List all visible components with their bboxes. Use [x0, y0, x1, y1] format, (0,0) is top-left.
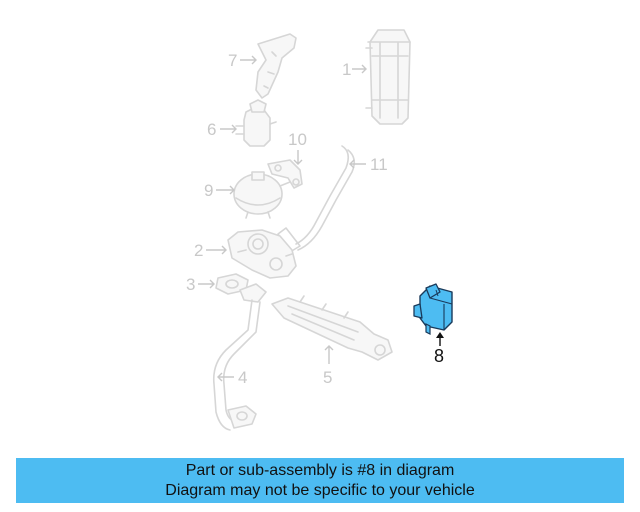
part-6-valve	[235, 99, 277, 147]
callout-1: 1	[342, 60, 367, 79]
callout-6: 6	[207, 120, 237, 139]
part-9-reservoir	[233, 171, 291, 219]
callout-2: 2	[194, 241, 227, 260]
part-2-egr-valve	[227, 229, 297, 279]
part-10-bracket	[267, 159, 303, 189]
part-4-pipe	[212, 283, 267, 431]
part-5-manifold-rail	[271, 295, 393, 361]
callout-3: 3	[186, 275, 215, 294]
info-banner: Part or sub-assembly is #8 in diagram Di…	[16, 458, 624, 503]
svg-text:2: 2	[194, 241, 203, 260]
svg-text:7: 7	[228, 51, 237, 70]
svg-text:6: 6	[207, 120, 216, 139]
callout-5: 5	[323, 345, 334, 387]
svg-text:3: 3	[186, 275, 195, 294]
svg-text:4: 4	[238, 368, 247, 387]
part-7-bracket	[255, 33, 297, 99]
callout-9: 9	[204, 181, 235, 200]
callout-7: 7	[228, 51, 257, 70]
banner-line-1: Part or sub-assembly is #8 in diagram	[185, 462, 455, 479]
callout-4: 4	[217, 368, 247, 387]
callout-8: 8	[434, 332, 444, 366]
callout-10: 10	[288, 130, 307, 165]
svg-text:1: 1	[342, 60, 351, 79]
part-1-cartridge	[365, 29, 411, 125]
callout-11: 11	[349, 155, 388, 174]
banner-line-2: Diagram may not be specific to your vehi…	[165, 482, 475, 499]
part-3-gasket	[215, 273, 249, 295]
svg-text:11: 11	[370, 155, 388, 174]
svg-text:8: 8	[434, 346, 444, 366]
svg-text:5: 5	[323, 368, 332, 387]
part-8-highlighted	[413, 283, 453, 335]
parts-diagram: 1 7 6 10 9	[186, 29, 453, 431]
svg-text:9: 9	[204, 181, 213, 200]
svg-text:10: 10	[288, 130, 307, 149]
